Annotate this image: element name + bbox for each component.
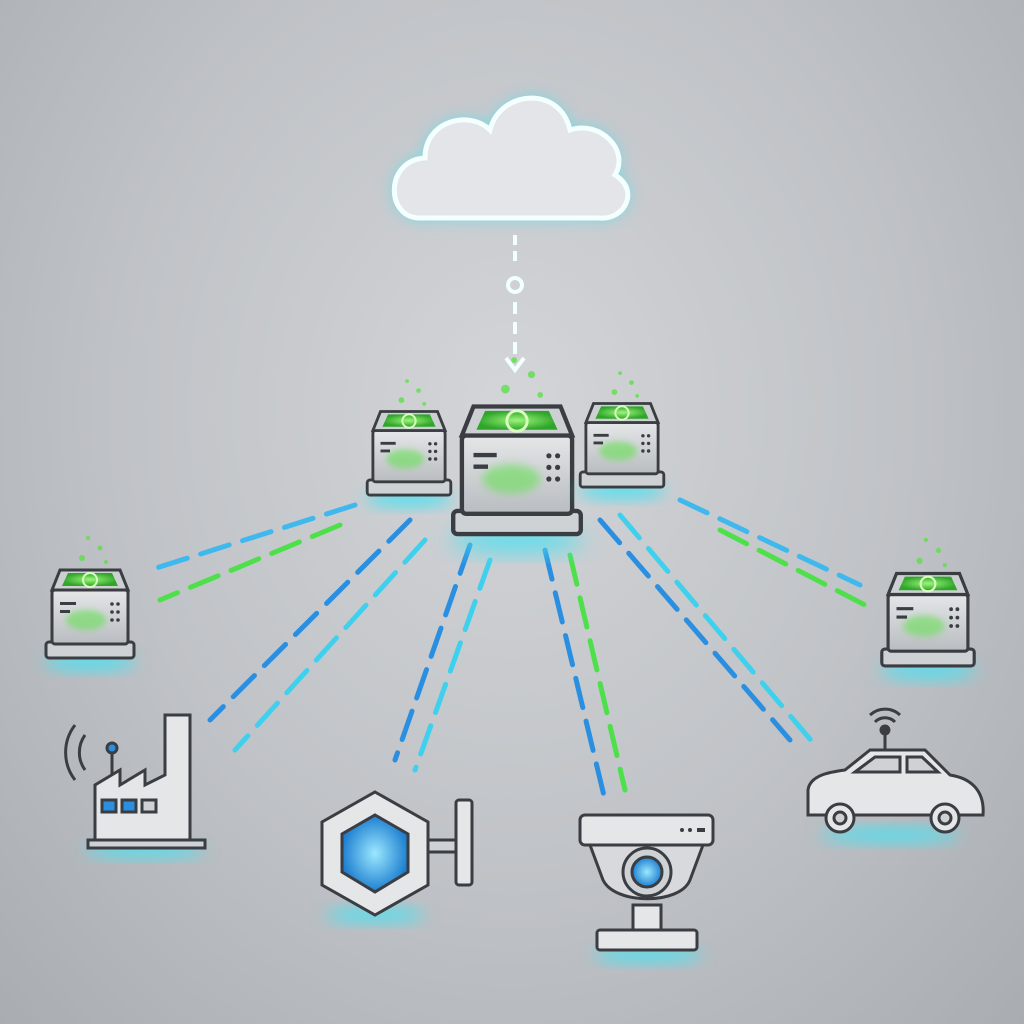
hexagon-sensor-icon	[320, 790, 474, 922]
factory-icon	[64, 713, 207, 857]
edge-server-right	[578, 371, 665, 498]
server-icon	[880, 538, 977, 679]
edge-server-far-right	[880, 538, 977, 679]
edge-server-center	[450, 357, 583, 551]
data-streams	[147, 497, 868, 803]
connected-car-icon	[806, 707, 985, 842]
security-camera-icon	[578, 813, 715, 962]
server-icon	[578, 371, 665, 498]
cloud-icon	[391, 95, 631, 221]
server-icon	[44, 536, 136, 670]
cloud-link	[504, 235, 526, 374]
edge-server-left	[365, 379, 452, 506]
server-icon	[450, 357, 583, 551]
server-icon	[365, 379, 452, 506]
edge-server-far-left	[44, 536, 136, 670]
